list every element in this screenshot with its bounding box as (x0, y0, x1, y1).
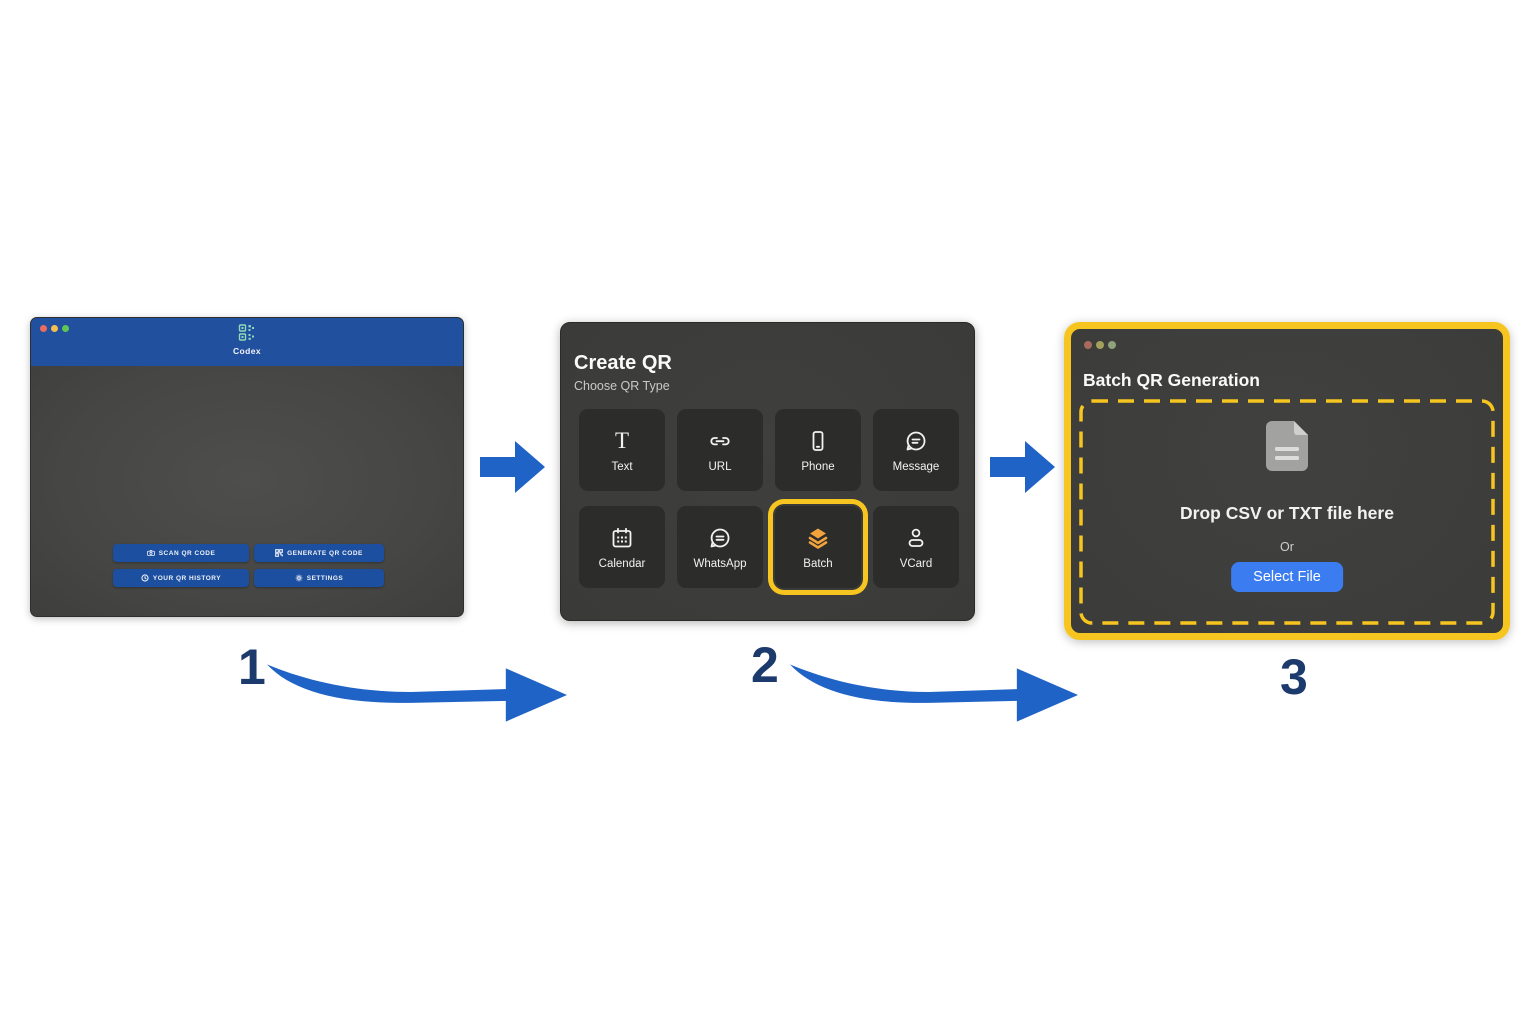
button-label: YOUR QR HISTORY (152, 574, 222, 582)
step2-to-step3-arrow-icon (990, 441, 1055, 493)
window-controls (1084, 341, 1116, 349)
codex-qr-logo-icon (238, 324, 254, 341)
camera-icon (146, 550, 155, 556)
settings-button[interactable]: SETTINGS (254, 569, 384, 587)
message-icon (903, 428, 929, 454)
button-label: SETTINGS (306, 574, 344, 582)
minimize-button[interactable] (1096, 341, 1104, 349)
tile-url[interactable]: URL (677, 409, 763, 491)
tile-message[interactable]: Message (873, 409, 959, 491)
codex-home-window: Codex SCAN QR CODE (30, 317, 464, 617)
drop-instruction: Drop CSV or TXT file here (1180, 503, 1394, 523)
home-button-grid: SCAN QR CODE GENERATE QR CODE (113, 544, 384, 587)
tile-batch[interactable]: Batch (775, 506, 861, 588)
step1-to-step2-arrow-icon (480, 441, 545, 493)
generate-qr-code-button[interactable]: GENERATE QR CODE (254, 544, 384, 562)
file-icon (1266, 421, 1308, 471)
create-qr-title: Create QR (574, 352, 672, 374)
window-controls (40, 325, 69, 332)
text-icon: T (614, 427, 630, 453)
batch-qr-title: Batch QR Generation (1083, 370, 1260, 390)
your-qr-history-button[interactable]: YOUR QR HISTORY (113, 569, 249, 587)
codex-titlebar: Codex (31, 318, 463, 366)
tile-vcard[interactable]: VCard (873, 506, 959, 588)
select-file-button[interactable]: Select File (1231, 562, 1343, 592)
scan-qr-code-button[interactable]: SCAN QR CODE (113, 544, 249, 562)
calendar-icon (609, 525, 635, 551)
codex-home-body: SCAN QR CODE GENERATE QR CODE (31, 366, 463, 616)
whatsapp-icon (707, 525, 733, 551)
clock-icon (141, 574, 149, 582)
close-button[interactable] (40, 325, 47, 332)
batch-layers-icon (805, 525, 831, 551)
step-number-2: 2 (751, 637, 779, 693)
link-icon (707, 428, 733, 454)
zoom-button[interactable] (62, 325, 69, 332)
tile-phone[interactable]: Phone (775, 409, 861, 491)
tile-calendar[interactable]: Calendar (579, 506, 665, 588)
tile-whatsapp[interactable]: WhatsApp (677, 506, 763, 588)
gear-icon (295, 574, 303, 582)
choose-qr-type-subtitle: Choose QR Type (574, 379, 670, 393)
or-text: Or (1280, 540, 1294, 554)
minimize-button[interactable] (51, 325, 58, 332)
vcard-person-icon (903, 525, 929, 551)
file-dropzone[interactable]: Drop CSV or TXT file here Or Select File (1079, 399, 1495, 625)
button-label: SCAN QR CODE (158, 549, 216, 557)
close-button[interactable] (1084, 341, 1092, 349)
qr-type-grid: T Text URL (579, 409, 959, 588)
dashed-border (1079, 399, 1495, 625)
qr-icon (275, 549, 283, 557)
swoosh-arrow-1-icon (266, 664, 568, 722)
button-label: GENERATE QR CODE (287, 549, 363, 557)
tile-text[interactable]: T Text (579, 409, 665, 491)
step-number-3: 3 (1280, 649, 1308, 705)
phone-icon (805, 428, 831, 454)
create-qr-window: Create QR Choose QR Type T Text URL (560, 322, 975, 621)
app-title: Codex (233, 346, 261, 356)
batch-qr-window: Batch QR Generation Drop CSV or TXT file… (1064, 322, 1510, 640)
swoosh-arrow-2-icon (789, 664, 1079, 722)
step-number-1: 1 (238, 639, 266, 695)
zoom-button[interactable] (1108, 341, 1116, 349)
